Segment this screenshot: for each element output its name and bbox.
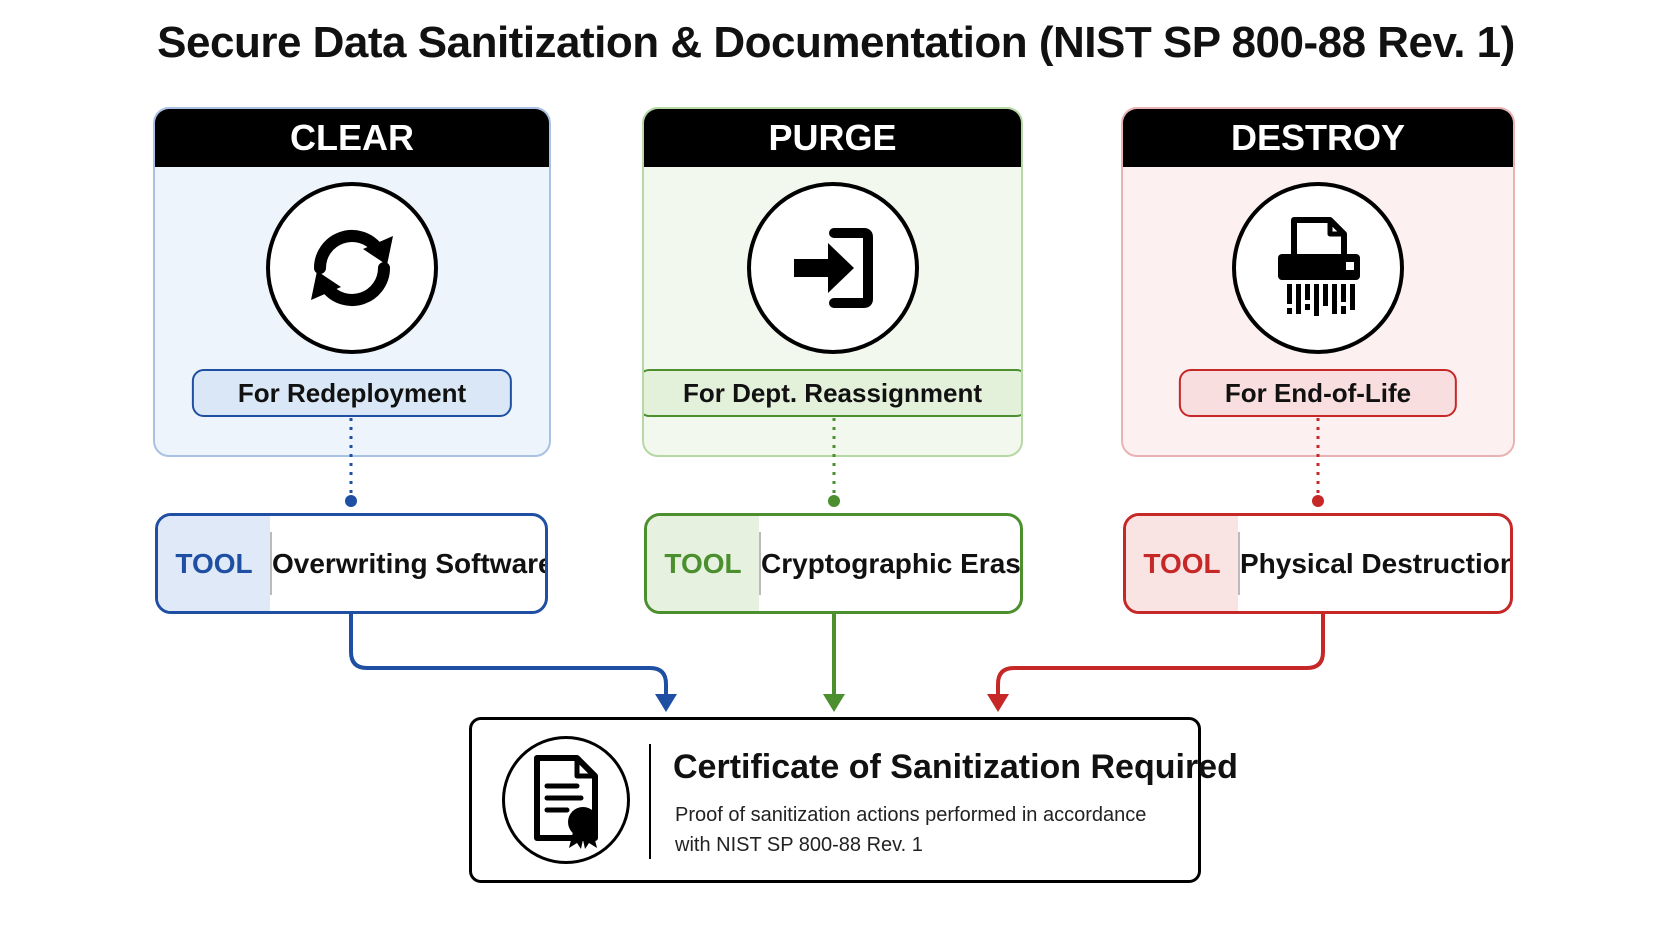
sign-in-arrow-icon <box>746 182 919 354</box>
clear-tool-name: Overwriting Software <box>272 547 548 579</box>
clear-tool-tag: TOOL <box>158 516 270 611</box>
purge-tool-box: TOOL Cryptographic Erase <box>644 513 1023 614</box>
clear-flow-arrow <box>349 614 668 696</box>
destroy-flow-arrow <box>996 614 1325 696</box>
clear-tool-box: TOOL Overwriting Software <box>155 513 548 614</box>
clear-arrowhead <box>655 694 677 712</box>
refresh-cycle-icon <box>266 182 438 354</box>
certificate-description: Proof of sanitization actions performed … <box>675 804 1147 856</box>
purge-card: PURGE For Dept. Reassignment <box>642 107 1023 457</box>
paper-shredder-icon <box>1232 182 1404 354</box>
certificate-divider <box>649 744 651 859</box>
destroy-usage-label: For End-of-Life <box>1178 369 1458 417</box>
clear-usage-label: For Redeployment <box>191 369 513 417</box>
purge-connector-dot <box>828 495 840 507</box>
certificate-box: Certificate of Sanitization Required Pro… <box>469 717 1238 883</box>
clear-tool-divider <box>270 532 272 595</box>
certificate-title: Certificate of Sanitization Required <box>673 748 1238 786</box>
destroy-tool-divider <box>1238 532 1240 595</box>
clear-connector-dot <box>345 495 357 507</box>
purge-tool-tag: TOOL <box>647 516 759 611</box>
destroy-card: DESTROY For End-of-Life <box>1121 107 1515 457</box>
clear-card: CLEAR For Redeployment <box>153 107 551 457</box>
purge-usage-label: For Dept. Reassignment <box>644 369 1021 417</box>
purge-arrowhead <box>823 694 845 712</box>
diagram-title: Secure Data Sanitization & Documentation… <box>157 18 1515 67</box>
purge-tool-name: Cryptographic Erase <box>761 547 1023 579</box>
destroy-connector-dot <box>1312 495 1324 507</box>
destroy-tool-box: TOOL Physical Destruction <box>1123 513 1513 614</box>
clear-heading: CLEAR <box>155 109 549 167</box>
destroy-arrowhead <box>987 694 1009 712</box>
purge-tool-divider <box>759 532 761 595</box>
destroy-tool-tag: TOOL <box>1126 516 1238 611</box>
destroy-tool-name: Physical Destruction <box>1240 547 1513 579</box>
purge-heading: PURGE <box>644 109 1021 167</box>
destroy-heading: DESTROY <box>1123 109 1513 167</box>
certificate-document-icon <box>502 736 630 864</box>
